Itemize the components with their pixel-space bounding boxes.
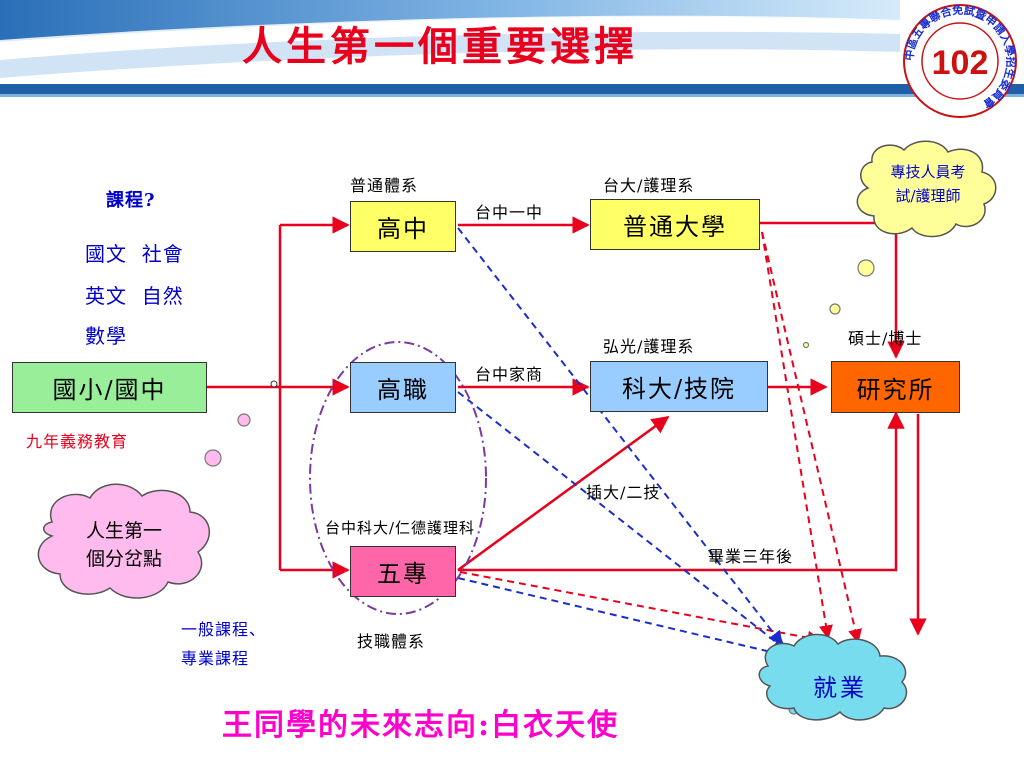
cloud-decision-line-1: 人生第一 <box>85 520 162 542</box>
node-elementary-junior-high: 國小/國中 <box>12 362 207 413</box>
cloud-exam-line-2: 試/護理師 <box>895 187 961 205</box>
cloud-exam-line-1: 專技人員考 <box>890 163 966 181</box>
label-general-system: 普通體系 <box>350 176 419 195</box>
logo-year: 102 <box>932 44 989 82</box>
subjects-line-3: 數學 <box>85 324 127 348</box>
label-tech-jr-college: 台中科大/仁德護理科 <box>325 519 476 537</box>
node-tech-university-label: 科大/技院 <box>621 375 737 403</box>
cloud-exam-text: 專技人員考 試/護理師 <box>866 160 990 208</box>
school-seal-logo: 中區五專聯合免試暨申請入學招生委員會 102 <box>902 3 1018 118</box>
label-masters-phd: 碩士/博士 <box>848 329 923 348</box>
curriculum-title: 課程? <box>106 190 156 211</box>
footer-aspiration: 王同學的未來志向:白衣天使 <box>222 708 620 743</box>
node-elementary-label: 國小/國中 <box>52 376 167 404</box>
cloud-decision-text: 人生第一 個分岔點 <box>66 517 182 573</box>
cloud-decision-line-2: 個分岔點 <box>85 548 162 570</box>
node-vocational-label: 高職 <box>377 376 429 404</box>
node-graduate-label: 研究所 <box>856 375 935 404</box>
compulsory-education: 九年義務教育 <box>26 432 129 451</box>
blue-dashed-connectors <box>457 227 790 660</box>
course-types-line-1: 一般課程、 <box>181 620 267 639</box>
cloud-employment <box>758 633 908 721</box>
label-vocational-system: 技職體系 <box>357 632 426 651</box>
vocational-track-ellipse <box>309 341 487 615</box>
label-transfer: 插大/二技 <box>586 483 661 502</box>
arrow-junior-college-to-tech <box>457 415 670 572</box>
label-three-years: 畢業三年後 <box>708 547 794 566</box>
cloud-professional-exam <box>856 140 997 238</box>
subjects-line-1: 國文 社會 <box>85 242 184 266</box>
label-hungkuang-nursing: 弘光/護理系 <box>603 337 695 356</box>
node-junior-college-label: 五專 <box>377 560 429 588</box>
node-university-label: 普通大學 <box>623 213 727 241</box>
page-title: 人生第一個重要選擇 <box>242 23 638 70</box>
node-tech-university: 科大/技院 <box>590 361 768 412</box>
node-junior-college: 五專 <box>350 546 456 597</box>
arrow-junior-college-to-graduate <box>458 411 905 572</box>
node-vocational-high: 高職 <box>350 362 456 413</box>
label-taichung-commerce: 台中家商 <box>475 365 544 384</box>
course-types-line-2: 專業課程 <box>181 649 250 668</box>
header-banner <box>0 0 1024 97</box>
node-university: 普通大學 <box>590 199 760 250</box>
cloud-decision-point <box>37 483 211 599</box>
label-ntu-nursing: 台大/護理系 <box>603 176 695 195</box>
node-high-school-label: 高中 <box>377 215 429 243</box>
node-graduate-school: 研究所 <box>831 361 960 413</box>
node-high-school: 高中 <box>350 201 456 252</box>
label-taichung-first: 台中一中 <box>475 203 544 222</box>
cloud-employment-text: 就業 <box>813 674 867 702</box>
red-connectors <box>207 216 927 636</box>
subjects-line-2: 英文 自然 <box>85 284 184 308</box>
red-dashed-connectors <box>459 231 862 645</box>
